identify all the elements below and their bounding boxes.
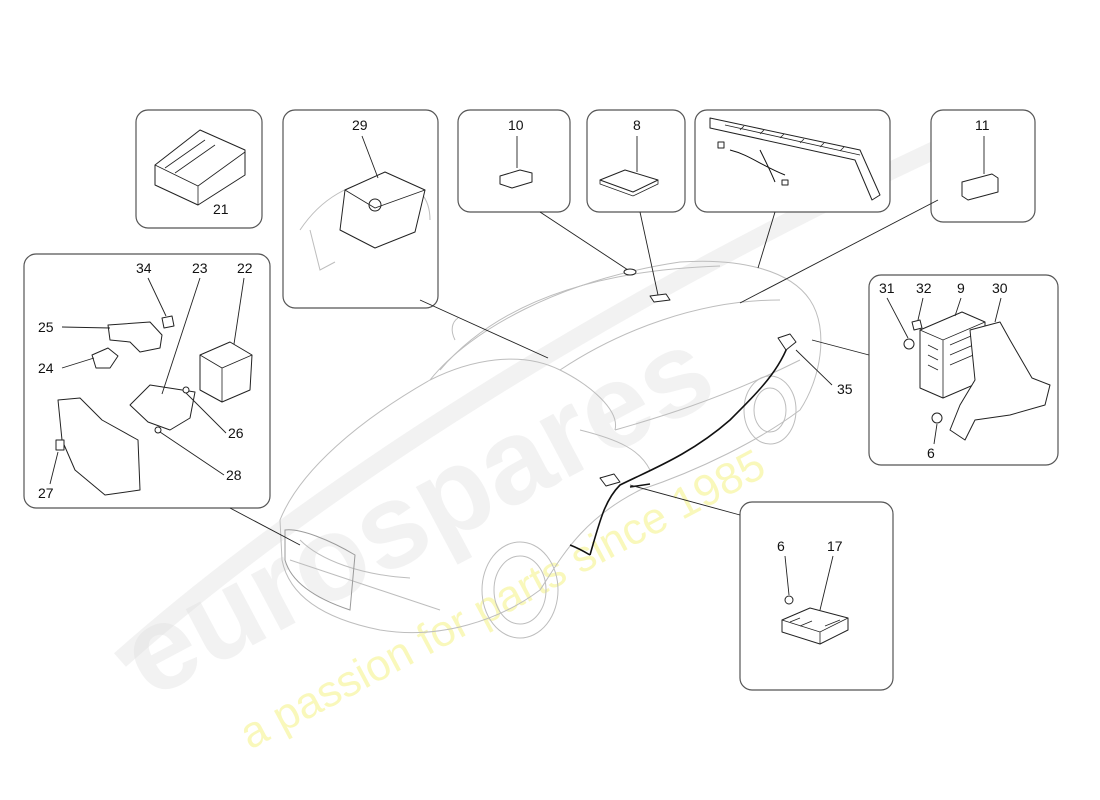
box-connector-lines — [229, 199, 939, 546]
box-10: 10 — [457, 109, 571, 213]
callout-29: 29 — [352, 117, 368, 133]
callout-25: 25 — [38, 319, 54, 335]
callout-6b: 6 — [777, 538, 785, 554]
callout-23: 23 — [192, 260, 208, 276]
callout-35: 35 — [837, 381, 853, 397]
box-left-assembly: 34 23 22 25 24 26 28 27 — [23, 253, 271, 509]
box-bottom-assembly: 6 17 — [739, 501, 894, 691]
callout-22: 22 — [237, 260, 253, 276]
callout-32: 32 — [916, 280, 932, 296]
callout-11: 11 — [975, 117, 990, 133]
callout-6a: 6 — [927, 445, 935, 461]
callout-10: 10 — [508, 117, 524, 133]
callout-35-group: 35 — [777, 333, 853, 397]
box-right-assembly: 31 32 9 30 6 — [868, 274, 1059, 466]
box-29: 29 — [282, 109, 439, 309]
box-21: 21 — [135, 109, 263, 229]
box-roof-harness — [694, 109, 891, 213]
callout-27: 27 — [38, 485, 54, 501]
callout-31: 31 — [879, 280, 895, 296]
callout-30: 30 — [992, 280, 1008, 296]
callout-34: 34 — [136, 260, 152, 276]
callout-8: 8 — [633, 117, 641, 133]
callout-21: 21 — [213, 201, 229, 217]
box-8: 8 — [586, 109, 686, 213]
callout-26: 26 — [228, 425, 244, 441]
callout-24: 24 — [38, 360, 54, 376]
callout-28: 28 — [226, 467, 242, 483]
callout-9: 9 — [957, 280, 965, 296]
callout-17: 17 — [827, 538, 843, 554]
box-11: 11 — [930, 109, 1036, 223]
